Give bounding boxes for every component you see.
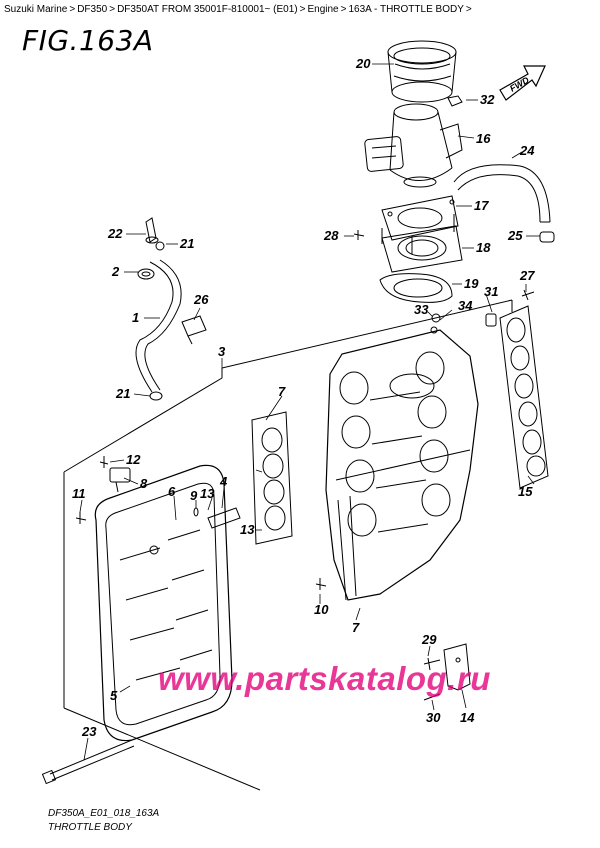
- callout-4[interactable]: 4: [219, 474, 228, 489]
- bolt-29: [423, 657, 441, 671]
- pin-31: [485, 313, 497, 327]
- clamp-25: [539, 231, 555, 243]
- callout-20[interactable]: 20: [355, 56, 371, 71]
- gasket-15: [499, 305, 549, 489]
- callout-3[interactable]: 3: [218, 344, 226, 359]
- breadcrumb-separator: >: [465, 4, 472, 15]
- callout-13a[interactable]: 13: [200, 486, 215, 501]
- breadcrumb-separator: >: [340, 4, 347, 15]
- bolt-12: [99, 456, 109, 468]
- watermark: www.partskatalog.ru: [158, 660, 491, 697]
- callout-19[interactable]: 19: [464, 276, 479, 291]
- callout-25[interactable]: 25: [507, 228, 523, 243]
- intake-manifold: [325, 329, 479, 601]
- hose-24: [453, 164, 551, 223]
- callout-8[interactable]: 8: [140, 476, 148, 491]
- callout-14[interactable]: 14: [460, 710, 475, 725]
- callout-32[interactable]: 32: [480, 92, 495, 107]
- callout-1[interactable]: 1: [132, 310, 139, 325]
- callout-24[interactable]: 24: [519, 143, 535, 158]
- callout-33[interactable]: 33: [414, 302, 429, 317]
- cover-plate: [94, 464, 233, 742]
- figure-caption: THROTTLE BODY: [48, 822, 132, 833]
- throttle-body: [364, 103, 463, 188]
- pin-4: [207, 507, 241, 529]
- callout-18[interactable]: 18: [476, 240, 491, 255]
- callout-7[interactable]: 7: [278, 384, 286, 399]
- callout-11[interactable]: 11: [72, 486, 86, 501]
- oring-9: [193, 507, 199, 517]
- fwd-arrow-icon: FWD: [499, 65, 546, 101]
- sensor-8: [109, 467, 131, 493]
- bolt-30: [423, 693, 441, 701]
- bolt-27: [521, 289, 535, 301]
- bolt-10: [315, 578, 327, 590]
- breadcrumb-separator: >: [69, 4, 76, 15]
- flange-18: [381, 214, 463, 273]
- callout-29[interactable]: 29: [421, 632, 437, 647]
- callout-30[interactable]: 30: [426, 710, 441, 725]
- callout-9[interactable]: 9: [190, 488, 198, 503]
- callouts: 20 32 16 24 17 28 18 25 22 21 2 27 19 31…: [72, 56, 535, 739]
- breadcrumb-separator: >: [109, 4, 116, 15]
- breadcrumb-item-engine[interactable]: Engine: [307, 4, 339, 15]
- hose-1: [135, 259, 182, 393]
- cap-2: [137, 268, 155, 280]
- callout-15[interactable]: 15: [518, 484, 533, 499]
- bracket-14: [443, 643, 471, 691]
- callout-34[interactable]: 34: [458, 298, 473, 313]
- fitting-22: [145, 217, 159, 244]
- leader-lines: [79, 63, 540, 761]
- breadcrumb: Suzuki Marine>DF350>DF350AT FROM 35001F-…: [4, 4, 474, 15]
- callout-22[interactable]: 22: [107, 226, 123, 241]
- bolt-28: [353, 230, 365, 240]
- gasket-7-left: [251, 411, 293, 545]
- assembly-3-outline: [63, 299, 513, 791]
- callout-28[interactable]: 28: [323, 228, 339, 243]
- callout-6[interactable]: 6: [168, 484, 176, 499]
- callout-13b[interactable]: 13: [240, 522, 255, 537]
- breadcrumb-item-suzuki-marine[interactable]: Suzuki Marine: [4, 4, 68, 15]
- callout-16[interactable]: 16: [476, 131, 491, 146]
- callout-2[interactable]: 2: [111, 264, 120, 279]
- callout-21b[interactable]: 21: [115, 386, 130, 401]
- callout-27[interactable]: 27: [519, 268, 535, 283]
- breadcrumb-item-throttle-body[interactable]: 163A - THROTTLE BODY: [348, 4, 464, 15]
- clip-21-top: [155, 241, 165, 251]
- nut-32: [447, 95, 463, 107]
- clip-21-bottom: [149, 391, 163, 401]
- bolt-23: [41, 739, 135, 785]
- breadcrumb-item-df350[interactable]: DF350: [77, 4, 108, 15]
- callout-5[interactable]: 5: [110, 688, 118, 703]
- figure-title: FIG.163A: [22, 24, 154, 57]
- callout-17[interactable]: 17: [474, 198, 489, 213]
- bracket-26: [181, 315, 207, 345]
- gasket-17: [381, 195, 459, 241]
- bolt-11: [75, 512, 87, 524]
- callout-7b[interactable]: 7: [352, 620, 360, 635]
- callout-10[interactable]: 10: [314, 602, 329, 617]
- callout-23[interactable]: 23: [81, 724, 97, 739]
- breadcrumb-separator: >: [299, 4, 306, 15]
- screw-33-34: [430, 313, 441, 334]
- callout-12[interactable]: 12: [126, 452, 141, 467]
- figure-code: DF350A_E01_018_163A: [48, 808, 160, 819]
- callout-21[interactable]: 21: [179, 236, 194, 251]
- breadcrumb-item-model[interactable]: DF350AT FROM 35001F-810001~ (E01): [117, 4, 298, 15]
- gasket-19: [379, 273, 453, 303]
- intake-duct: [387, 40, 457, 103]
- callout-31[interactable]: 31: [484, 284, 498, 299]
- callout-26[interactable]: 26: [193, 292, 209, 307]
